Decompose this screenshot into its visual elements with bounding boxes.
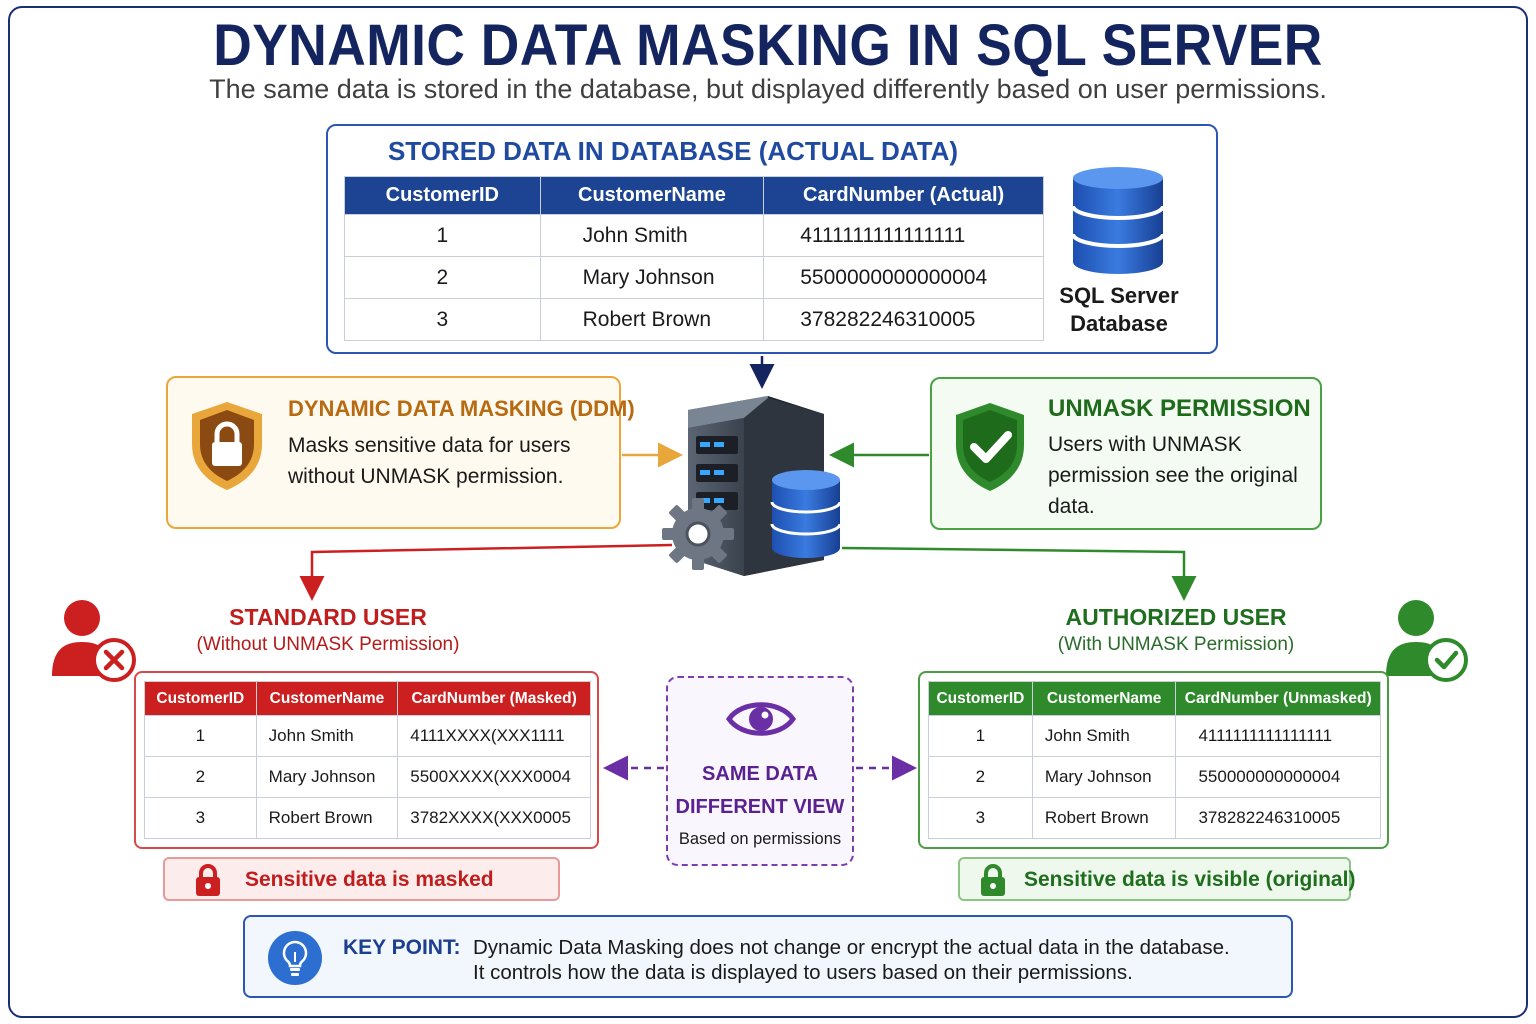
key-point-label: KEY POINT: bbox=[343, 936, 461, 959]
authorized-user-subtitle: (With UNMASK Permission) bbox=[1057, 634, 1295, 655]
masked-status-text: Sensitive data is masked bbox=[245, 868, 494, 891]
column-header: CustomerName bbox=[539, 176, 765, 215]
cell-customer-id: 1 bbox=[144, 715, 257, 757]
standard-user-panel: CustomerID CustomerName CardNumber (Mask… bbox=[134, 671, 599, 849]
column-header: CardNumber (Unmasked) bbox=[1175, 681, 1381, 716]
table-header-row: CustomerID CustomerName CardNumber (Actu… bbox=[344, 176, 1044, 215]
visible-status-text: Sensitive data is visible (original) bbox=[1024, 868, 1356, 891]
cell-customer-id: 3 bbox=[344, 298, 541, 341]
cell-card-number: 5500XXXX(XXX0004 bbox=[397, 756, 591, 798]
cell-customer-name: Mary Johnson bbox=[255, 756, 399, 798]
table-row: 3 Robert Brown 3782XXXX(XXX0005 bbox=[144, 797, 591, 839]
cell-card-number: 3782XXXX(XXX0005 bbox=[397, 797, 591, 839]
database-icon bbox=[1071, 167, 1165, 274]
column-header: CustomerID bbox=[344, 176, 541, 215]
unmask-panel: UNMASK PERMISSION Users with UNMASK perm… bbox=[930, 377, 1322, 530]
padlock-icon bbox=[981, 864, 1005, 896]
column-header: CardNumber (Actual) bbox=[763, 176, 1044, 215]
visible-status-badge: Sensitive data is visible (original) bbox=[958, 857, 1355, 901]
ddm-description: Masks sensitive data for users without U… bbox=[288, 434, 571, 488]
cell-card-number: 4111XXXX(XXX1111 bbox=[397, 715, 591, 757]
cell-customer-name: Robert Brown bbox=[1031, 797, 1177, 839]
cell-customer-name: John Smith bbox=[539, 214, 765, 257]
column-header: CustomerID bbox=[928, 681, 1033, 716]
table-row: 2 Mary Johnson 5500XXXX(XXX0004 bbox=[144, 756, 591, 798]
cell-customer-id: 2 bbox=[144, 756, 257, 798]
ddm-title: DYNAMIC DATA MASKING (DDM) bbox=[288, 396, 635, 421]
center-subtitle: Based on permissions bbox=[678, 830, 842, 848]
page-frame bbox=[8, 6, 1528, 1018]
column-header: CustomerName bbox=[255, 681, 399, 716]
masked-data-table: CustomerID CustomerName CardNumber (Mask… bbox=[144, 681, 591, 839]
stored-data-title: STORED DATA IN DATABASE (ACTUAL DATA) bbox=[387, 136, 959, 166]
cell-customer-name: Mary Johnson bbox=[1031, 756, 1177, 798]
page-subtitle: The same data is stored in the database,… bbox=[209, 74, 1327, 104]
column-header: CustomerID bbox=[144, 681, 257, 716]
lightbulb-icon bbox=[268, 931, 322, 985]
standard-user-title: STANDARD USER bbox=[229, 604, 427, 630]
user-approved-icon bbox=[1386, 600, 1468, 682]
cell-customer-id: 1 bbox=[344, 214, 541, 257]
table-row: 2 Mary Johnson 5500000000000004 bbox=[344, 256, 1044, 299]
key-point-text: It controls how the data is displayed to… bbox=[473, 961, 1133, 984]
masked-status-badge: Sensitive data is masked bbox=[163, 857, 560, 901]
key-point-panel: KEY POINT: Dynamic Data Masking does not… bbox=[243, 915, 1293, 998]
table-header-row: CustomerID CustomerName CardNumber (Unma… bbox=[928, 681, 1381, 716]
unmasked-data-table: CustomerID CustomerName CardNumber (Unma… bbox=[928, 681, 1381, 839]
same-data-different-view-panel: SAME DATA DIFFERENT VIEW Based on permis… bbox=[666, 676, 854, 866]
authorized-user-panel: CustomerID CustomerName CardNumber (Unma… bbox=[918, 671, 1389, 849]
table-header-row: CustomerID CustomerName CardNumber (Mask… bbox=[144, 681, 591, 716]
page-title: DYNAMIC DATA MASKING IN SQL SERVER bbox=[213, 13, 1323, 78]
arrow-server-to-standard-user bbox=[299, 543, 673, 601]
authorized-user-title: AUTHORIZED USER bbox=[1065, 604, 1287, 630]
table-row: 3 Robert Brown 378282246310005 bbox=[928, 797, 1381, 839]
server-icon bbox=[662, 396, 842, 576]
cell-card-number: 378282246310005 bbox=[763, 298, 1044, 341]
standard-user-subtitle: (Without UNMASK Permission) bbox=[196, 634, 460, 655]
stored-data-panel: STORED DATA IN DATABASE (ACTUAL DATA) Cu… bbox=[326, 124, 1218, 354]
database-label-line: SQL Server bbox=[1059, 283, 1179, 308]
cell-customer-id: 2 bbox=[928, 756, 1033, 798]
cell-card-number: 550000000000004 bbox=[1175, 756, 1381, 798]
cell-customer-name: Robert Brown bbox=[255, 797, 399, 839]
cell-card-number: 4111111111111111 bbox=[1175, 715, 1381, 757]
cell-customer-id: 1 bbox=[928, 715, 1033, 757]
table-row: 3 Robert Brown 378282246310005 bbox=[344, 298, 1044, 341]
cell-card-number: 4111111111111111 bbox=[763, 214, 1044, 257]
key-point-text: Dynamic Data Masking does not change or … bbox=[473, 936, 1230, 959]
table-row: 2 Mary Johnson 550000000000004 bbox=[928, 756, 1381, 798]
padlock-icon bbox=[196, 864, 220, 896]
cell-customer-name: John Smith bbox=[1031, 715, 1177, 757]
cell-customer-name: Mary Johnson bbox=[539, 256, 765, 299]
user-denied-icon bbox=[52, 600, 136, 682]
column-header: CustomerName bbox=[1031, 681, 1177, 716]
table-row: 1 John Smith 4111XXXX(XXX1111 bbox=[144, 715, 591, 757]
cell-customer-name: Robert Brown bbox=[539, 298, 765, 341]
cell-customer-id: 3 bbox=[144, 797, 257, 839]
gear-icon bbox=[662, 498, 734, 570]
eye-icon bbox=[726, 702, 796, 736]
shield-check-icon bbox=[956, 403, 1024, 491]
column-header: CardNumber (Masked) bbox=[397, 681, 591, 716]
shield-lock-icon bbox=[192, 402, 262, 490]
cell-card-number: 5500000000000004 bbox=[763, 256, 1044, 299]
cell-customer-id: 2 bbox=[344, 256, 541, 299]
cell-customer-name: John Smith bbox=[255, 715, 399, 757]
ddm-panel: DYNAMIC DATA MASKING (DDM) Masks sensiti… bbox=[166, 376, 635, 529]
center-title-line: DIFFERENT VIEW bbox=[675, 796, 845, 818]
center-title-line: SAME DATA bbox=[702, 763, 818, 785]
table-row: 1 John Smith 4111111111111111 bbox=[344, 214, 1044, 257]
unmask-description: Users with UNMASK permission see the ori… bbox=[1048, 433, 1298, 518]
stored-data-table: CustomerID CustomerName CardNumber (Actu… bbox=[344, 176, 1044, 341]
unmask-title: UNMASK PERMISSION bbox=[1048, 395, 1311, 422]
cell-customer-id: 3 bbox=[928, 797, 1033, 839]
database-label-line: Database bbox=[1070, 311, 1168, 336]
cell-card-number: 378282246310005 bbox=[1175, 797, 1381, 839]
table-row: 1 John Smith 4111111111111111 bbox=[928, 715, 1381, 757]
arrow-server-to-authorized-user bbox=[841, 546, 1197, 601]
database-label: SQL Server Database bbox=[1054, 282, 1184, 338]
center-title: SAME DATA DIFFERENT VIEW bbox=[668, 758, 852, 824]
